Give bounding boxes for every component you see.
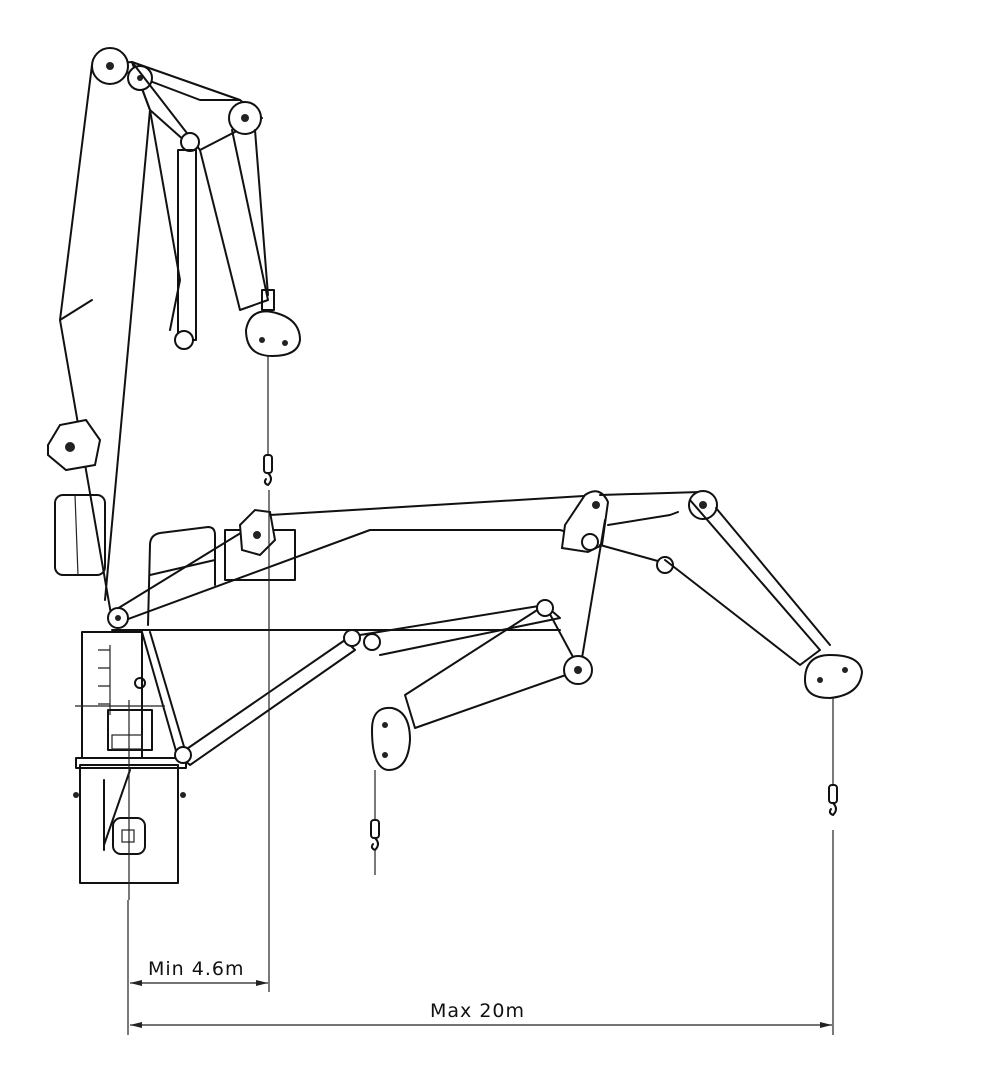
crane-boom-stowed bbox=[47, 47, 302, 621]
max-reach-label: Max 20m bbox=[430, 1000, 526, 1022]
min-reach-label: Min 4.6m bbox=[148, 958, 245, 980]
crane-pedestal bbox=[73, 631, 187, 900]
dimension-lines bbox=[127, 490, 834, 1035]
crane-boom-extended bbox=[107, 490, 864, 875]
